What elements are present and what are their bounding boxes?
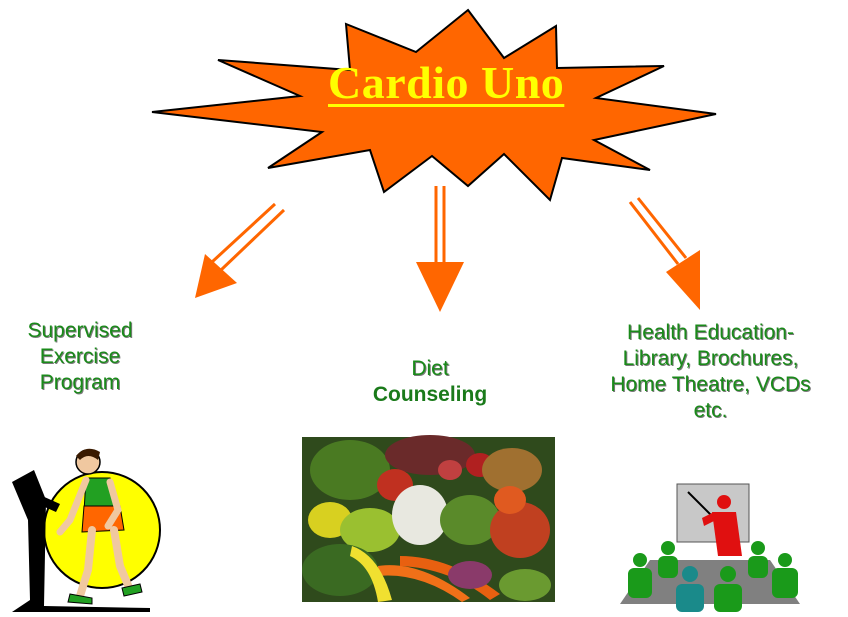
arrow-to-exercise [195, 202, 286, 298]
arrow-to-diet [416, 186, 464, 312]
treadmill-runner-icon [12, 448, 161, 612]
vegetables-photo [302, 435, 555, 602]
starburst-shape [151, 8, 717, 202]
branch-diet-line: Counseling [372, 383, 488, 406]
branch-health-line: Library, Brochures, [622, 347, 799, 370]
branch-exercise-line: Program [39, 371, 121, 394]
presentation-audience-icon [620, 483, 800, 612]
branch-health-line: Home Theatre, VCDs [610, 373, 811, 396]
branch-exercise-line: Exercise [39, 345, 121, 368]
arrow-to-health [628, 197, 700, 310]
branch-exercise-label: Supervised Exercise Program [0, 318, 160, 396]
branch-health-label: Health Education- Library, Brochures, Ho… [573, 320, 848, 424]
branch-health-line: Health Education- [627, 321, 794, 344]
branch-health-line: etc. [693, 399, 728, 422]
branch-exercise-line: Supervised [27, 319, 133, 342]
branch-diet-line: Diet [411, 357, 449, 380]
title-text: Cardio Uno [328, 57, 565, 108]
branch-diet-label: Diet Counseling [330, 356, 530, 408]
